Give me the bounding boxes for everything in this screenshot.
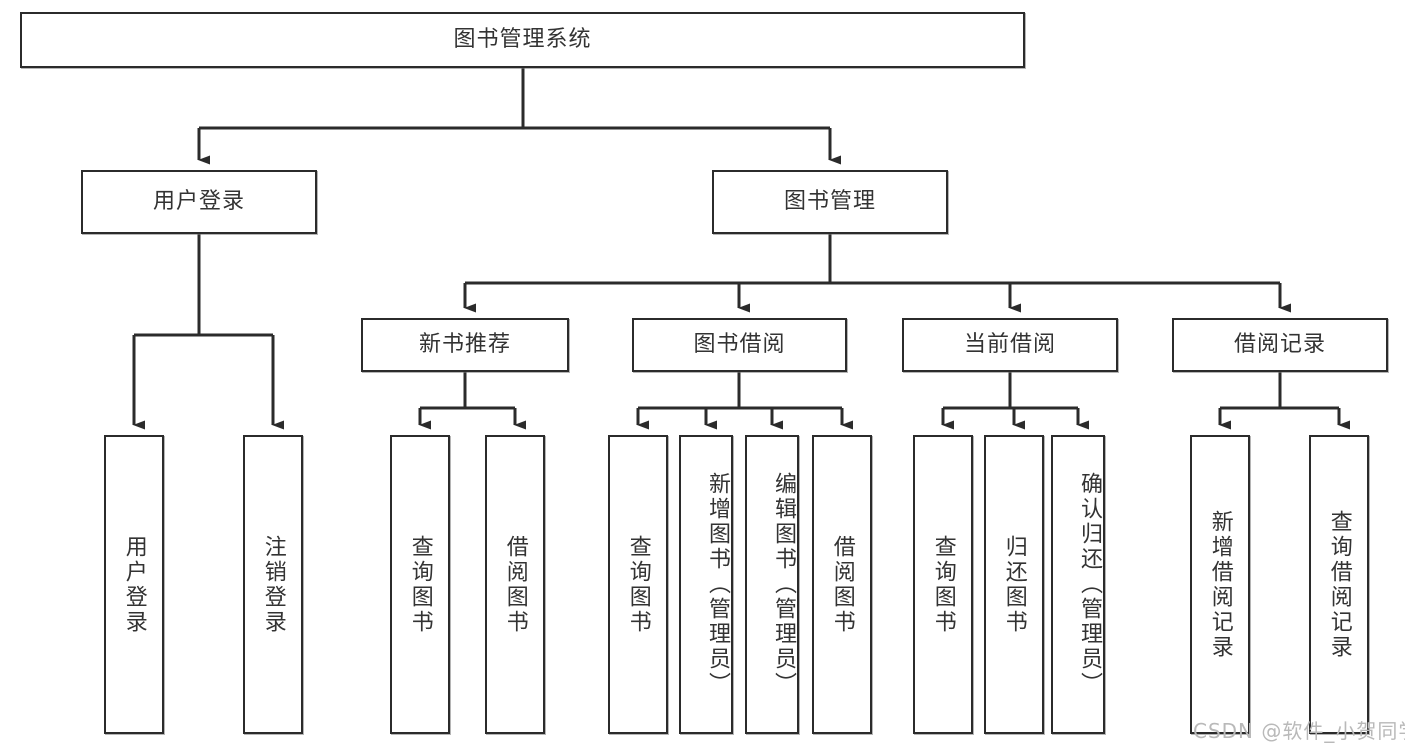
node-book-management[interactable]: 图书管理	[712, 170, 948, 234]
node-book-borrow[interactable]: 图书借阅	[632, 318, 847, 372]
leaf-borrow-books[interactable]: 借阅图书	[812, 435, 872, 734]
node-user-login[interactable]: 用户登录	[81, 170, 317, 234]
leaf-user-login[interactable]: 用户登录	[104, 435, 164, 734]
leaf-query-borrow-record[interactable]: 查询借阅记录	[1309, 435, 1369, 734]
node-new-book-recommend[interactable]: 新书推荐	[361, 318, 569, 372]
leaf-add-borrow-record[interactable]: 新增借阅记录	[1190, 435, 1250, 734]
node-root[interactable]: 图书管理系统	[20, 12, 1025, 68]
leaf-return-books[interactable]: 归还图书	[984, 435, 1044, 734]
csdn-watermark: CSDN @软件_小贺同学	[1193, 719, 1405, 743]
leaf-borrow-books-recommend[interactable]: 借阅图书	[485, 435, 545, 734]
leaf-query-books-borrow[interactable]: 查询图书	[608, 435, 668, 734]
leaf-confirm-return-admin[interactable]: 确认归还（管理员）	[1051, 435, 1105, 734]
leaf-edit-book-admin[interactable]: 编辑图书（管理员）	[745, 435, 799, 734]
node-current-borrow[interactable]: 当前借阅	[902, 318, 1118, 372]
leaf-query-books-recommend[interactable]: 查询图书	[390, 435, 450, 734]
leaf-add-book-admin[interactable]: 新增图书（管理员）	[679, 435, 733, 734]
node-borrow-records[interactable]: 借阅记录	[1172, 318, 1388, 372]
leaf-query-books-current[interactable]: 查询图书	[913, 435, 973, 734]
leaf-user-logout[interactable]: 注销登录	[243, 435, 303, 734]
